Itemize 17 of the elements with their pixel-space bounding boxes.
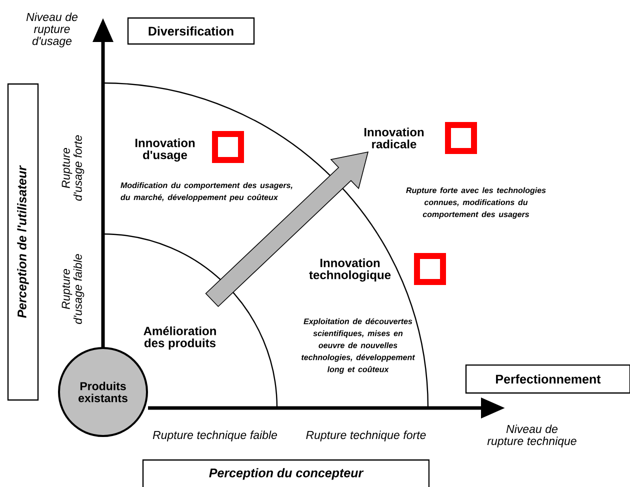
title-box: Diversification [127,17,255,45]
side-box: Perception de l'utilisateur [7,83,39,401]
region-title: Innovation technologique [309,258,391,282]
region-title: Innovation d'usage [135,138,195,162]
scale-label: Rupture technique forte [306,430,426,442]
region-description: Rupture forte avec les technologies connues, modifications du comportement des usagers [406,187,546,219]
scale-label: Rupture d'usage faible [62,254,84,324]
region-description: Modification du comportement des usagers, du marché, développement peu coûteux [120,182,292,202]
axis-label: Niveau de rupture d'usage [26,12,78,48]
bottom-box: Perception du concepteur [142,459,430,487]
region-title: Innovation radicale [364,128,424,148]
region-description: Exploitation de découvertes scientifiques, mises en oeuvre de nouvelles technologies, développement long et coûteux [302,318,416,374]
scale-label: Rupture d'usage forte [62,135,84,201]
region-title: Amélioration des produits [144,326,216,350]
scale-label: Rupture technique faible [152,430,277,442]
title-box: Perfectionnement [465,364,630,394]
axis-label: Niveau de rupture technique [487,424,576,448]
